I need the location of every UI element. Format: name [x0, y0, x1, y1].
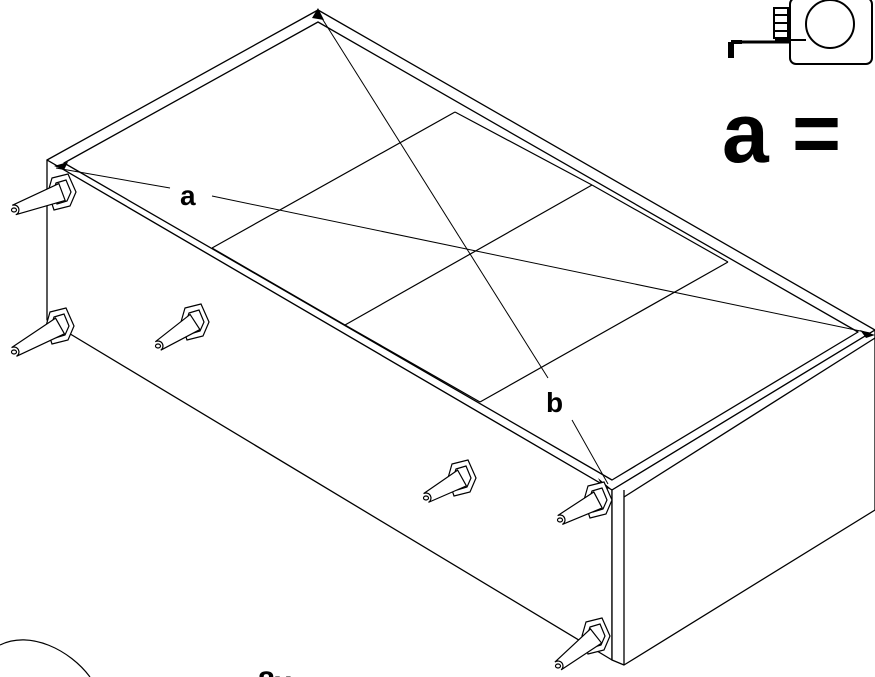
label-b: b — [546, 387, 563, 418]
label-a: a — [180, 180, 196, 211]
tape-measure-icon — [728, 0, 873, 65]
diagonal-b-line-2 — [571, 419, 609, 485]
detail-circle — [0, 639, 91, 677]
inner-panels — [211, 111, 729, 403]
legs — [10, 173, 613, 671]
diagonal-lines — [55, 11, 871, 485]
diagonal-a-line-1 — [55, 167, 171, 189]
cabinet-inner-rim — [63, 21, 859, 481]
equation-label: a = — [722, 86, 841, 180]
leg — [556, 481, 613, 525]
leg — [422, 459, 477, 503]
leg — [10, 173, 77, 216]
quantity-label: 8x — [258, 666, 292, 677]
diagonal-a-line-2 — [211, 195, 871, 334]
diagonal-b-line-1 — [317, 11, 549, 379]
cabinet-body — [46, 9, 875, 666]
leg — [10, 307, 75, 357]
leg — [554, 617, 611, 671]
leg — [154, 303, 210, 351]
cabinet-side-face — [611, 329, 875, 666]
